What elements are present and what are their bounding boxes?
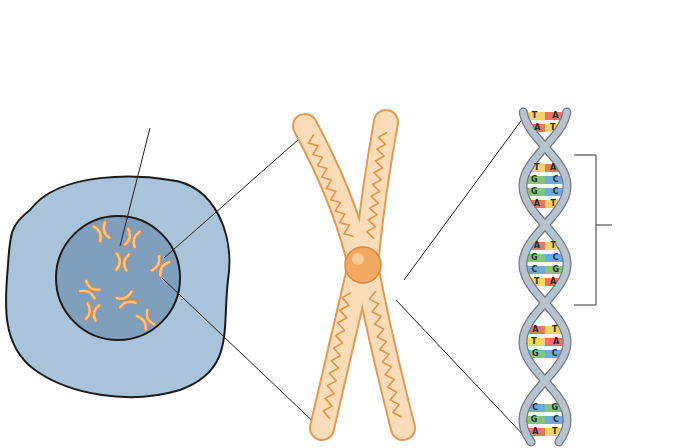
- base-letter: T: [552, 428, 557, 436]
- zoom-line: [404, 114, 526, 280]
- base-letter: C: [532, 404, 538, 412]
- base-letter: A: [532, 428, 538, 436]
- zoom-line: [396, 300, 528, 440]
- base-letter: G: [531, 176, 538, 184]
- base-letter: G: [532, 350, 539, 358]
- base-letter: C: [553, 176, 559, 184]
- base-letter: G: [531, 188, 538, 196]
- base-letter: A: [534, 242, 540, 250]
- mini-chromosomes: [80, 222, 169, 329]
- base-letter: T: [534, 278, 539, 286]
- base-letter: C: [553, 254, 559, 262]
- base-letter: T: [532, 112, 537, 120]
- base-letter: T: [531, 338, 536, 346]
- base-letter: A: [534, 124, 540, 132]
- leader-line: [120, 128, 150, 246]
- base-letter: G: [531, 416, 538, 424]
- base-letter: T: [534, 164, 539, 172]
- base-letter: G: [531, 254, 538, 262]
- base-letter: T: [550, 124, 555, 132]
- base-letter: T: [551, 242, 556, 250]
- zoom-line: [162, 278, 322, 430]
- base-letter: G: [552, 404, 559, 412]
- base-letter: C: [553, 416, 559, 424]
- base-letter: T: [552, 326, 557, 334]
- base-letter: A: [534, 200, 540, 208]
- nucleus: [56, 216, 180, 340]
- base-letter: A: [550, 278, 556, 286]
- base-letter: A: [552, 112, 558, 120]
- base-letter: C: [552, 350, 558, 358]
- gene-bracket: [574, 155, 612, 305]
- chromosome: [305, 122, 403, 428]
- base-letter: A: [532, 326, 538, 334]
- base-letter: G: [552, 266, 559, 274]
- zoom-line: [164, 124, 316, 258]
- base-letter: T: [551, 200, 556, 208]
- base-letter: A: [553, 338, 559, 346]
- base-letter: A: [550, 164, 556, 172]
- base-letter: C: [531, 266, 537, 274]
- sugar-backbone: [523, 112, 567, 442]
- base-letter: C: [553, 188, 559, 196]
- cell-body: [6, 177, 229, 397]
